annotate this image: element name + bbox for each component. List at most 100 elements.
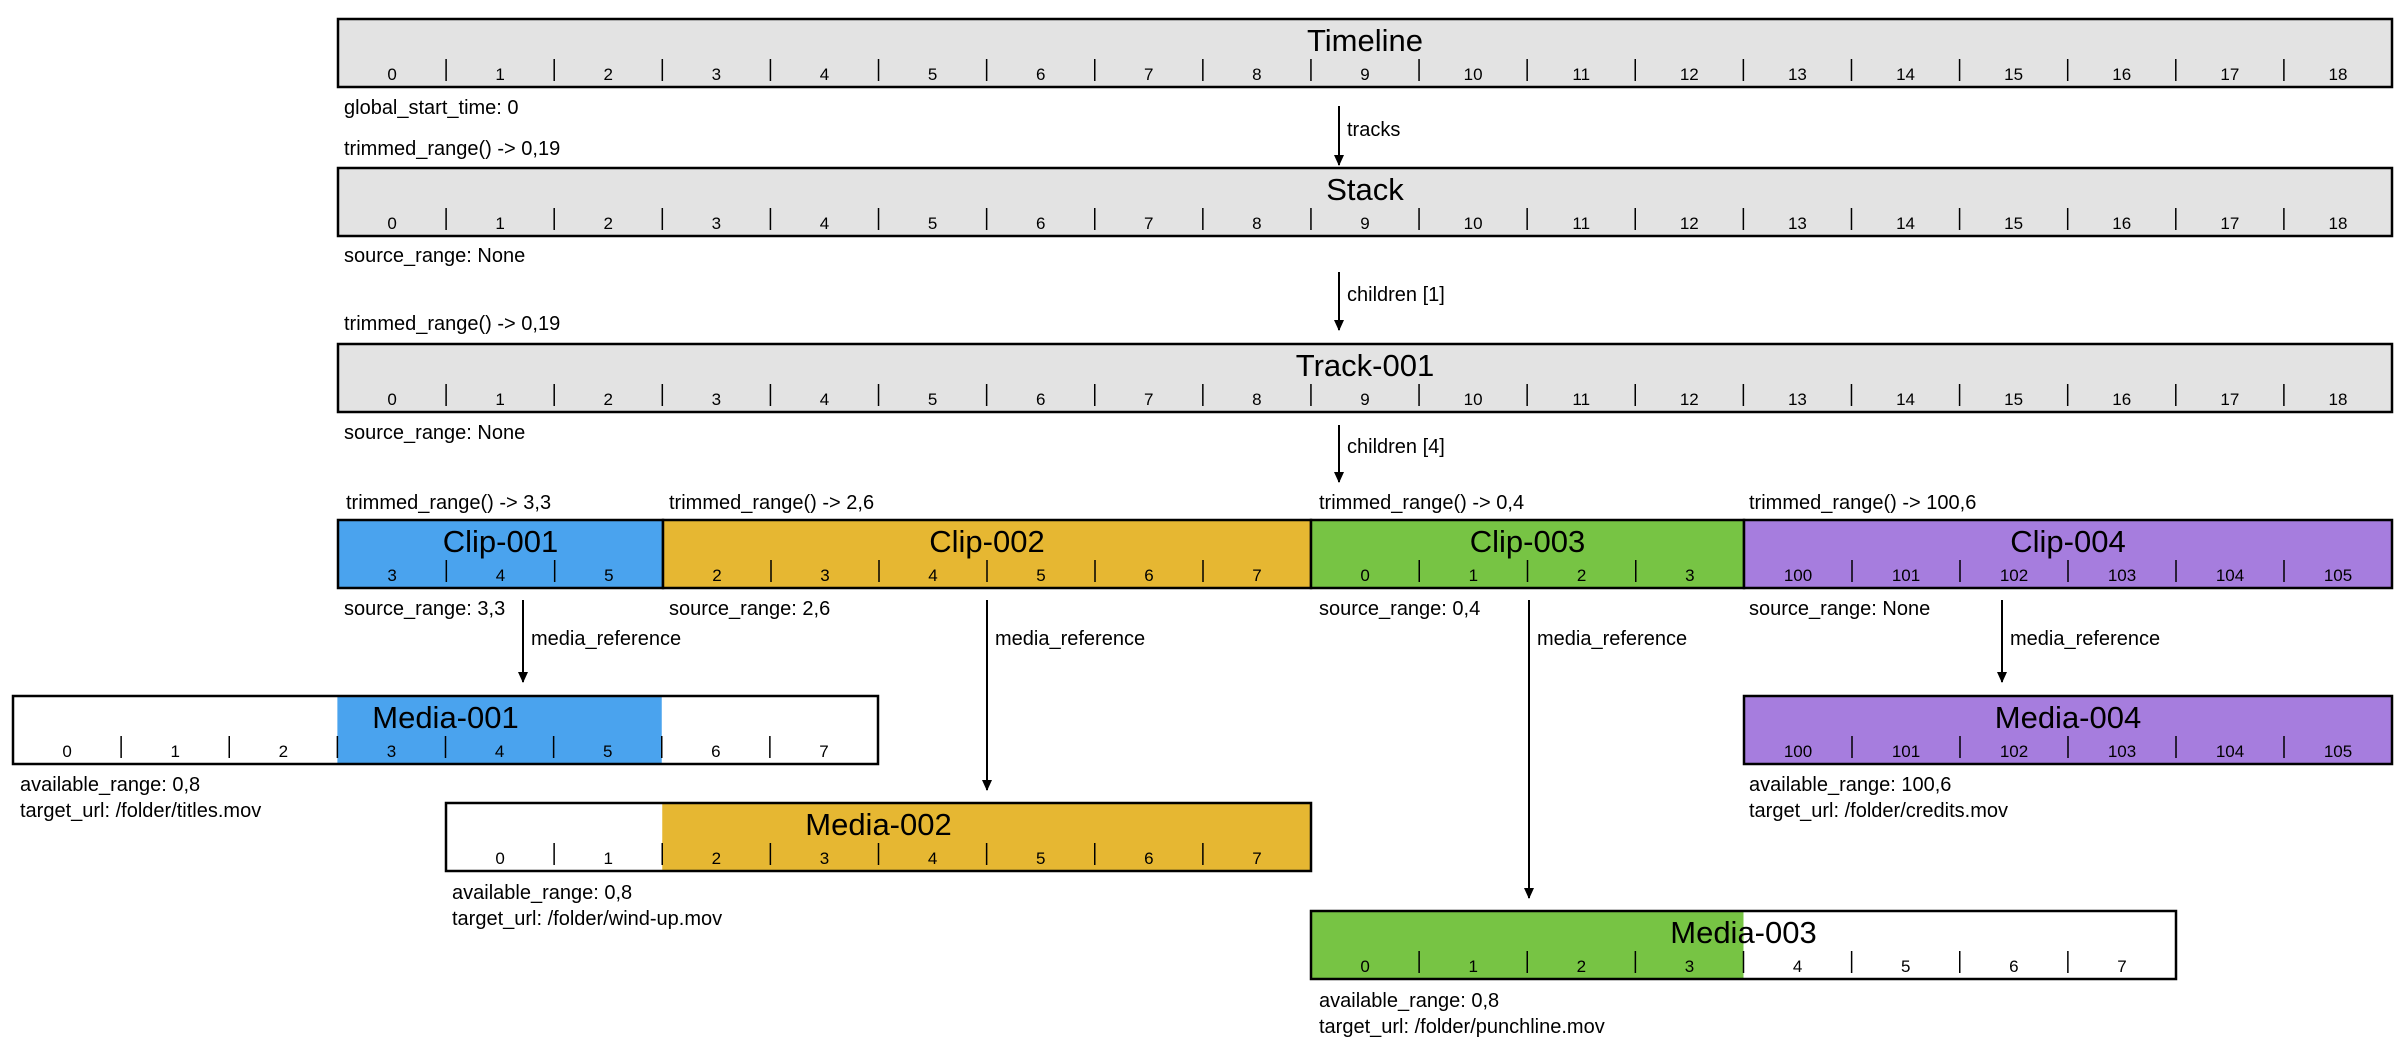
track-children-edge-label: children [4] xyxy=(1347,436,1445,458)
track-tick-label: 9 xyxy=(1360,390,1369,409)
stack-tick-label: 5 xyxy=(928,214,937,233)
clip-003-source-range-label: source_range: 0,4 xyxy=(1319,598,1480,620)
timeline-tick-label: 13 xyxy=(1788,65,1807,84)
timeline-tick-label: 15 xyxy=(2004,65,2023,84)
media2-border xyxy=(444,801,1313,873)
stack-tick-label: 2 xyxy=(604,214,613,233)
media-002-available-range-label: available_range: 0,8 xyxy=(452,882,632,904)
clip2-tick-label: 5 xyxy=(1036,566,1045,585)
stack-tick-label: 0 xyxy=(387,214,396,233)
stack-tick-label: 14 xyxy=(1896,214,1915,233)
media-001-target-url-label: target_url: /folder/titles.mov xyxy=(20,800,261,822)
clip1-tick-label: 3 xyxy=(387,566,396,585)
timeline-tick-label: 10 xyxy=(1464,65,1483,84)
media4-tick-label: 100 xyxy=(1784,742,1812,761)
track-title: Track-001 xyxy=(1296,348,1434,383)
track-tick-label: 14 xyxy=(1896,390,1915,409)
track-border xyxy=(336,342,2394,414)
track-tick-label: 17 xyxy=(2220,390,2239,409)
clip4-tick-label: 103 xyxy=(2108,566,2136,585)
track-tick-label: 8 xyxy=(1252,390,1261,409)
media4-border xyxy=(1742,694,2394,766)
media1-tick-label: 5 xyxy=(603,742,612,761)
track-tick-label: 11 xyxy=(1572,390,1590,409)
stack-tick-label: 6 xyxy=(1036,214,1045,233)
media2-tick-label: 4 xyxy=(928,849,937,868)
timeline-tick-label: 12 xyxy=(1680,65,1699,84)
timeline-tick-label: 14 xyxy=(1896,65,1915,84)
clip2-tick-label: 6 xyxy=(1144,566,1153,585)
track-background xyxy=(338,344,2392,412)
stack-tick-label: 4 xyxy=(820,214,829,233)
clip4-tick-label: 104 xyxy=(2216,566,2244,585)
clip1-title: Clip-001 xyxy=(443,524,558,559)
media2-tick-label: 7 xyxy=(1252,849,1261,868)
media1-tick-label: 2 xyxy=(279,742,288,761)
media3-title: Media-003 xyxy=(1670,915,1816,950)
media2-tick-label: 0 xyxy=(495,849,504,868)
clip1-tick-label: 4 xyxy=(496,566,505,585)
media3-border xyxy=(1309,909,2178,981)
clip3-title: Clip-003 xyxy=(1470,524,1585,559)
timeline-tick-label: 11 xyxy=(1572,65,1590,84)
stack-tick-label: 18 xyxy=(2328,214,2347,233)
clip3-tick-label: 0 xyxy=(1360,566,1369,585)
stack-title: Stack xyxy=(1326,172,1404,207)
timeline-tick-label: 16 xyxy=(2112,65,2131,84)
stack-source-range-label: source_range: None xyxy=(344,245,525,267)
media1-tick-label: 1 xyxy=(170,742,179,761)
media4-tick-label: 101 xyxy=(1892,742,1920,761)
timeline-tick-label: 4 xyxy=(820,65,829,84)
track-tick-label: 7 xyxy=(1144,390,1153,409)
track-tick-label: 18 xyxy=(2328,390,2347,409)
track-tick-label: 15 xyxy=(2004,390,2023,409)
tracks-edge-label: tracks xyxy=(1347,119,1400,141)
clip2-title: Clip-002 xyxy=(929,524,1044,559)
timeline-tick-label: 2 xyxy=(604,65,613,84)
clip4-border xyxy=(1742,518,2394,590)
media2-tick-label: 5 xyxy=(1036,849,1045,868)
stack-background xyxy=(338,168,2392,236)
clip-002-trimmed-range-label: trimmed_range() -> 2,6 xyxy=(669,492,874,514)
clip1-tick-label: 5 xyxy=(604,566,613,585)
media3-tick-label: 1 xyxy=(1468,957,1477,976)
clip-003-trimmed-range-label: trimmed_range() -> 0,4 xyxy=(1319,492,1524,514)
media-001-available-range-label: available_range: 0,8 xyxy=(20,774,200,796)
stack-tick-label: 17 xyxy=(2220,214,2239,233)
track-tick-label: 16 xyxy=(2112,390,2131,409)
track-tick-label: 3 xyxy=(712,390,721,409)
clip4-tick-label: 105 xyxy=(2324,566,2352,585)
stack-tick-label: 15 xyxy=(2004,214,2023,233)
media1-used-range-highlight xyxy=(337,696,662,764)
timeline-trimmed-range-label: trimmed_range() -> 0,19 xyxy=(344,138,560,160)
timeline-tick-label: 1 xyxy=(495,65,504,84)
clip-002-source-range-label: source_range: 2,6 xyxy=(669,598,830,620)
media3-tick-label: 0 xyxy=(1360,957,1369,976)
timeline-border xyxy=(336,17,2394,89)
track-tick-label: 5 xyxy=(928,390,937,409)
clip-003-media-reference-label: media_reference xyxy=(1537,628,1687,650)
clip3-tick-label: 2 xyxy=(1577,566,1586,585)
clip3-tick-label: 3 xyxy=(1685,566,1694,585)
stack-children-edge-label: children [1] xyxy=(1347,284,1445,306)
media3-tick-label: 4 xyxy=(1793,957,1802,976)
timeline-tick-label: 7 xyxy=(1144,65,1153,84)
stack-tick-label: 3 xyxy=(712,214,721,233)
stack-tick-label: 9 xyxy=(1360,214,1369,233)
timeline-tick-label: 9 xyxy=(1360,65,1369,84)
media3-tick-label: 2 xyxy=(1577,957,1586,976)
clip-001-media-reference-label: media_reference xyxy=(531,628,681,650)
stack-tick-label: 13 xyxy=(1788,214,1807,233)
stack-tick-label: 12 xyxy=(1680,214,1699,233)
clip4-tick-label: 100 xyxy=(1784,566,1812,585)
media1-tick-label: 4 xyxy=(495,742,504,761)
media4-tick-label: 102 xyxy=(2000,742,2028,761)
clip-001-trimmed-range-label: trimmed_range() -> 3,3 xyxy=(346,492,551,514)
